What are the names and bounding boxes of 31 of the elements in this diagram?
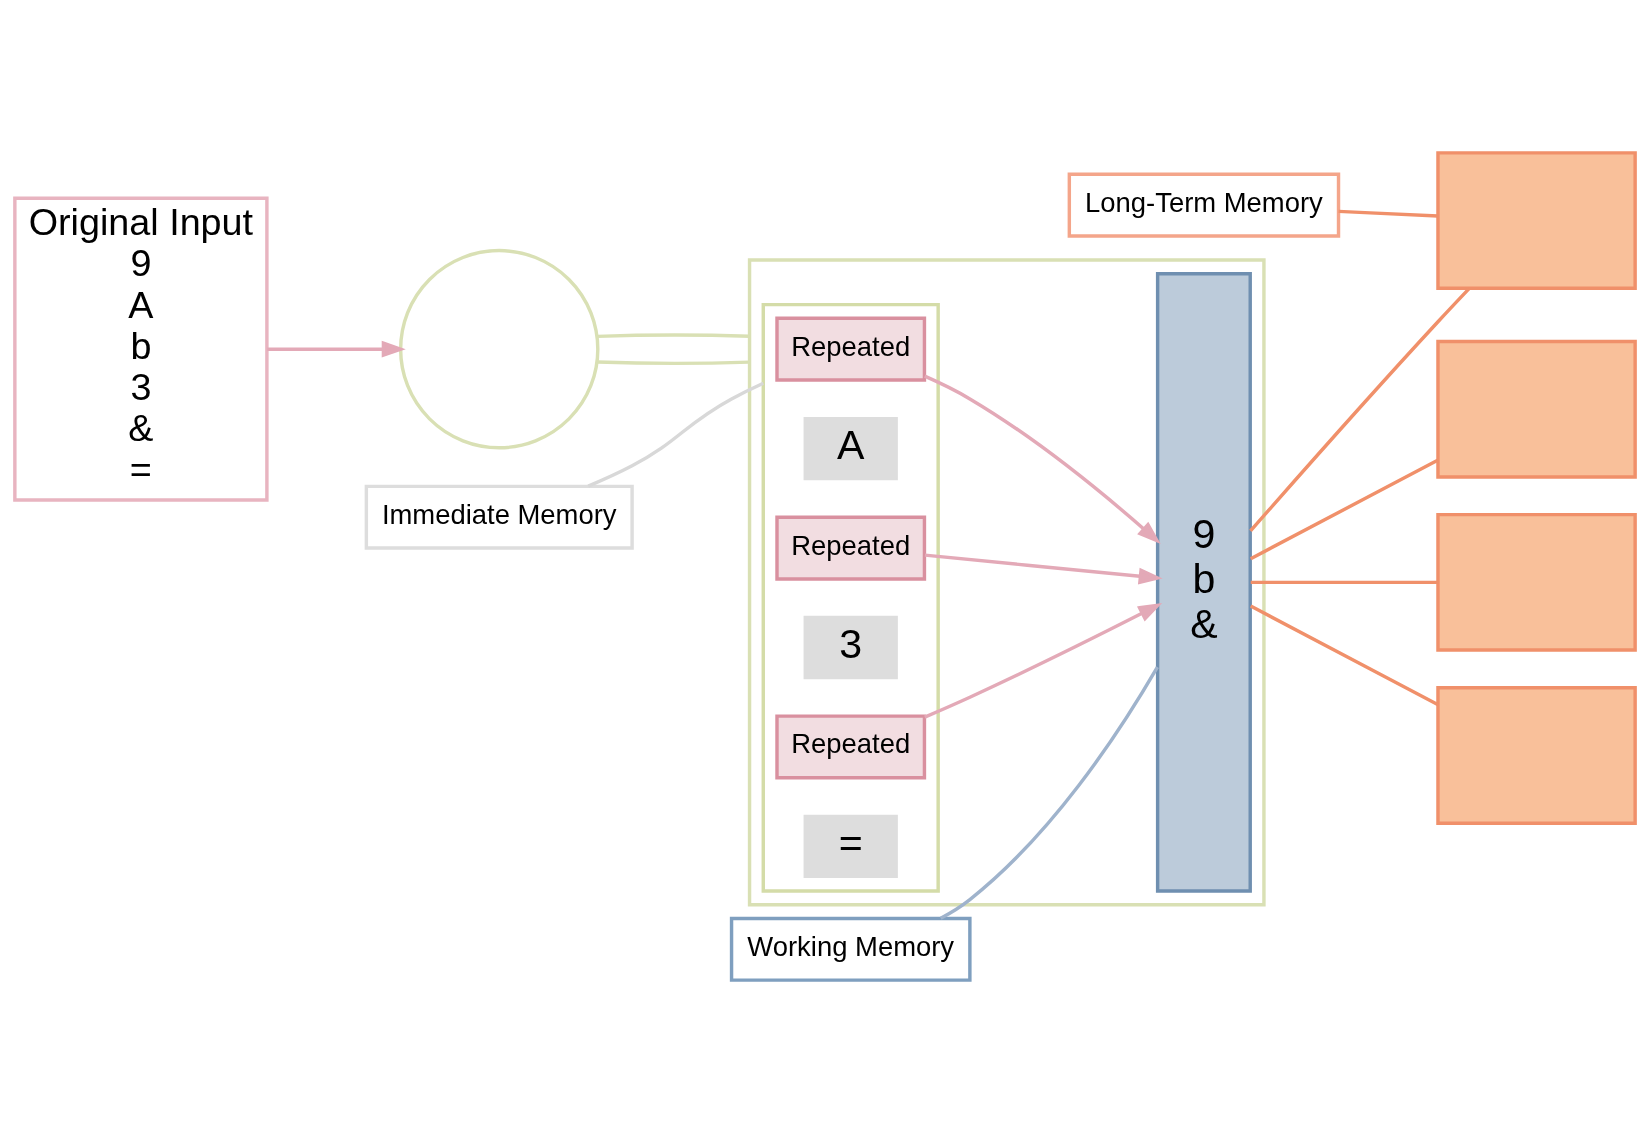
node-box: Repeated xyxy=(775,714,927,780)
arrow xyxy=(924,553,1163,585)
connector xyxy=(1249,458,1439,561)
connector xyxy=(1249,287,1471,533)
arrow xyxy=(267,340,406,358)
node-box: A xyxy=(803,416,898,481)
connector xyxy=(587,381,764,488)
node-box: Repeated xyxy=(775,316,927,382)
node-box: 3 xyxy=(803,615,898,680)
connector xyxy=(1338,209,1438,218)
connector xyxy=(1250,580,1438,585)
node-box: Repeated xyxy=(775,515,927,581)
connector xyxy=(1249,604,1439,706)
node-box: Long-Term Memory xyxy=(1067,172,1341,238)
node-circle xyxy=(398,248,600,450)
node-box: = xyxy=(803,814,898,879)
node-box: 9 b & xyxy=(1155,272,1252,893)
node-box xyxy=(1436,151,1637,291)
arrow xyxy=(924,603,1163,719)
node-box xyxy=(1436,339,1637,479)
cluster xyxy=(747,258,1266,907)
node-box: Immediate Memory xyxy=(364,484,634,550)
node-box xyxy=(1436,686,1637,825)
connector xyxy=(597,333,750,339)
node-box: Working Memory xyxy=(729,916,972,982)
connector xyxy=(597,360,750,366)
node-box: Original Input 9 A b 3 & = xyxy=(13,196,269,502)
cluster xyxy=(761,302,940,893)
arrow xyxy=(924,374,1161,544)
connector xyxy=(939,666,1159,920)
node-box xyxy=(1436,512,1637,652)
